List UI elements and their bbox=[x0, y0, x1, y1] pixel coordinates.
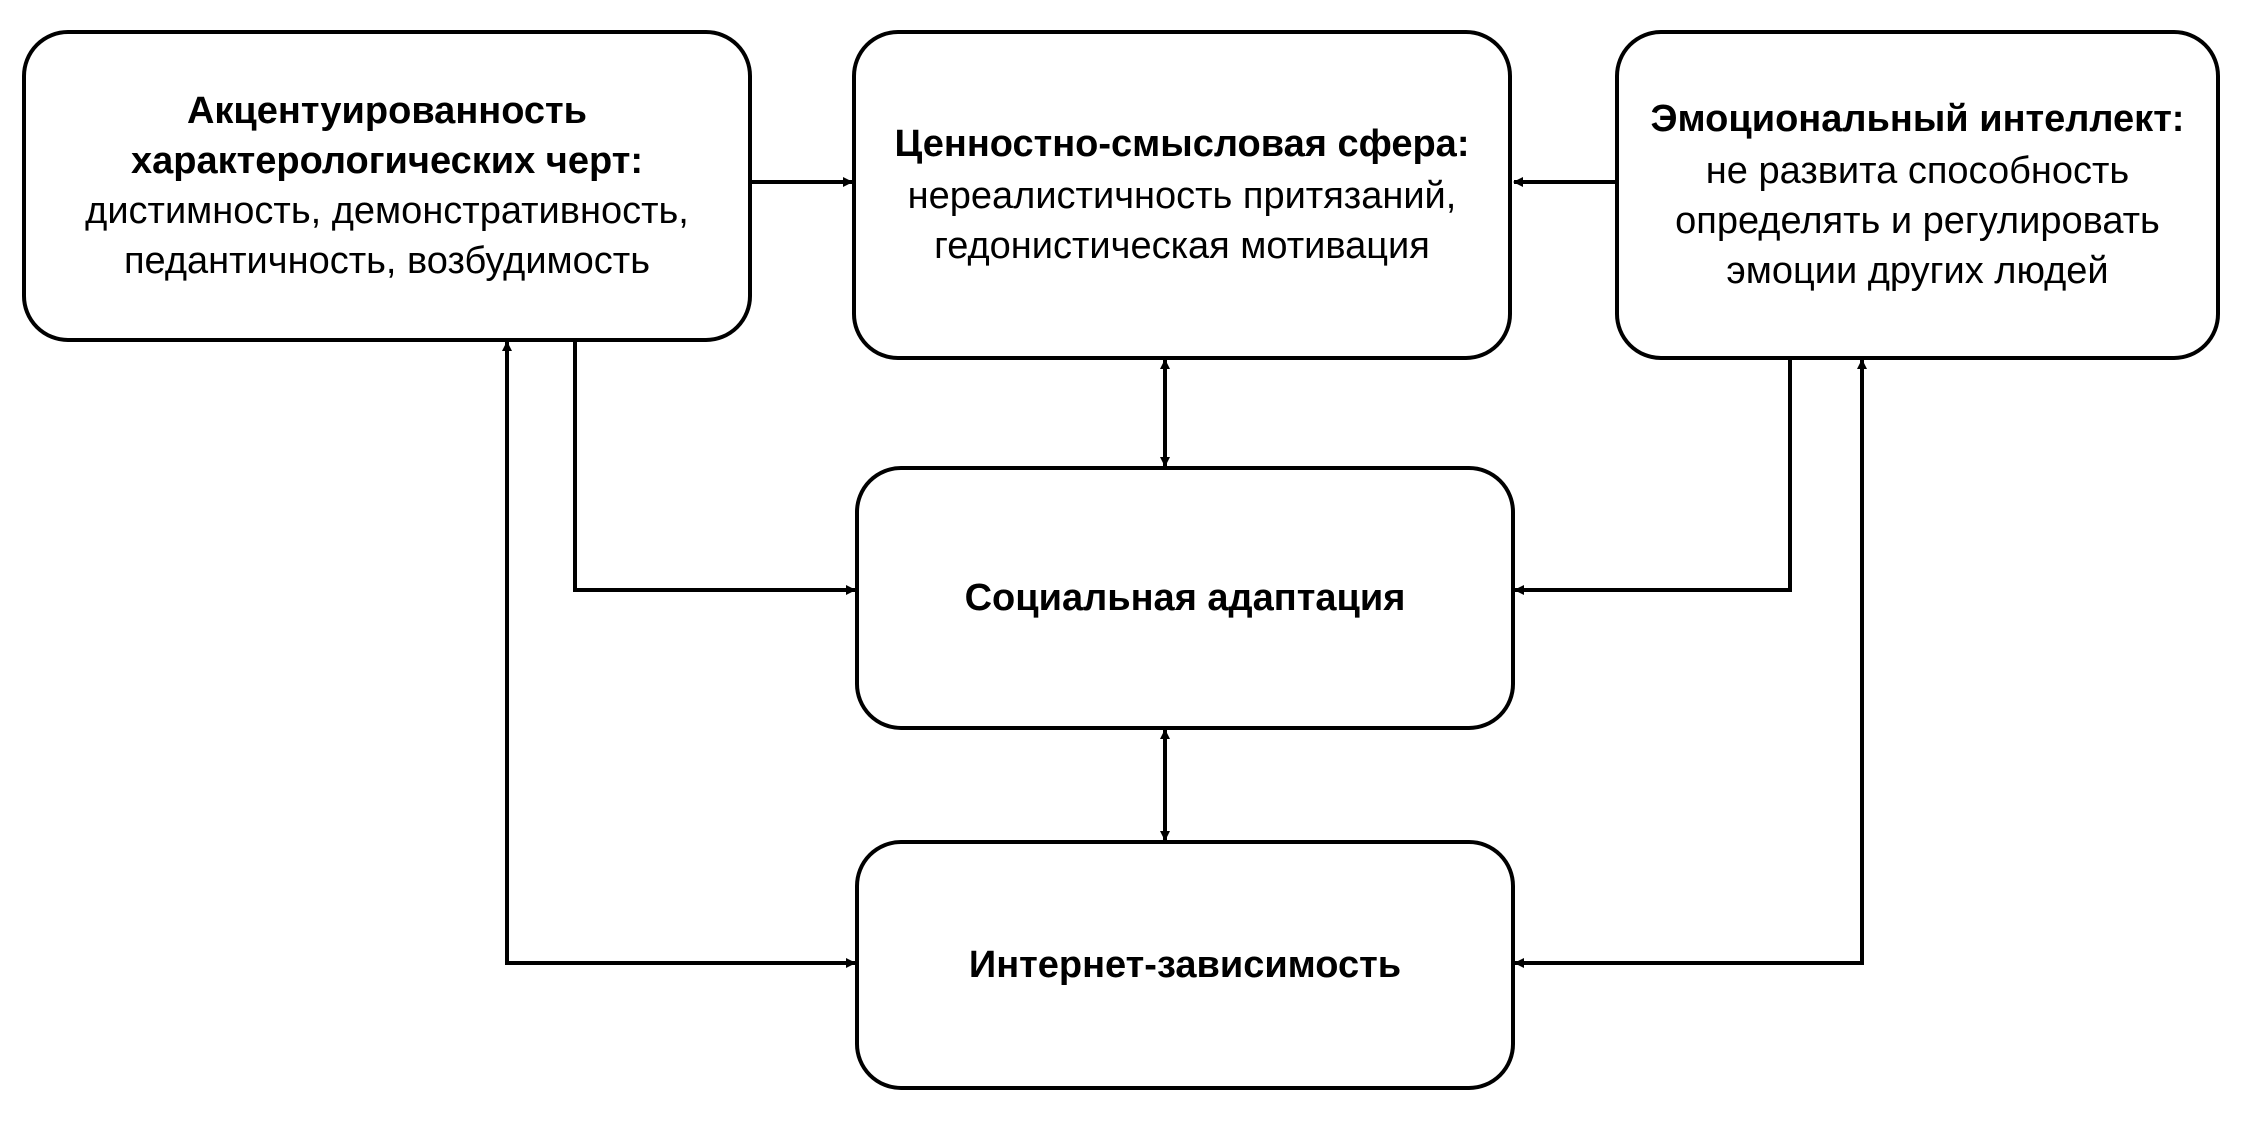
emotional-intelligence-text-line-1: не развита способность bbox=[1705, 149, 2130, 192]
value-sphere-text-line-1: нереалистичность притязаний, bbox=[907, 174, 1457, 217]
value-sphere-title: Ценностно-смысловая сфера: bbox=[894, 122, 1470, 165]
emotional-intelligence-title: Эмоциональный интеллект: bbox=[1650, 97, 2185, 140]
value-sphere-text-line-2: гедонистическая мотивация bbox=[934, 225, 1430, 268]
accentuation-text-line-1: дистимность, демонстративность, bbox=[85, 190, 689, 232]
social-adaptation-title: Социальная адаптация bbox=[964, 576, 1406, 619]
internet-addiction-title: Интернет-зависимость bbox=[968, 943, 1402, 986]
accentuation-title-line-1: Акцентуированность bbox=[186, 89, 588, 132]
arrow-emotional-to-social-adaptation bbox=[1514, 360, 1792, 595]
accentuation-box: Акцентуированность характерологических ч… bbox=[22, 30, 752, 342]
social-adaptation-box: Социальная адаптация bbox=[855, 466, 1515, 730]
emotional-intelligence-text-line-3: эмоции других людей bbox=[1726, 250, 2109, 293]
arrow-accentuation-to-social-adaptation bbox=[573, 342, 856, 595]
internet-addiction-box: Интернет-зависимость bbox=[855, 840, 1515, 1090]
accentuation-title-line-2: характерологических черт: bbox=[131, 139, 643, 182]
arrow-accentuation-internet bbox=[502, 341, 856, 968]
value-sphere-box: Ценностно-смысловая сфера: нереалистично… bbox=[852, 30, 1512, 360]
emotional-intelligence-text-line-2: определять и регулировать bbox=[1675, 200, 2160, 242]
accentuation-text-line-2: педантичность, возбудимость bbox=[123, 240, 651, 283]
emotional-intelligence-box: Эмоциональный интеллект: не развита спос… bbox=[1615, 30, 2220, 360]
arrow-emotional-internet bbox=[1514, 359, 1867, 968]
